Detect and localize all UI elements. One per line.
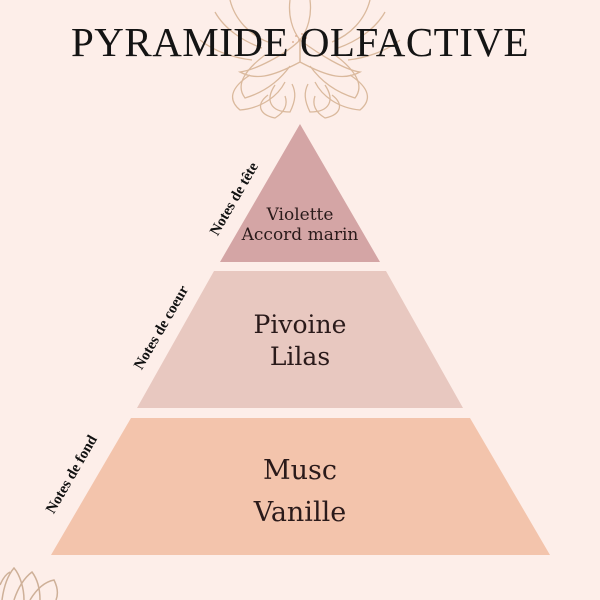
page-title: PYRAMIDE OLFACTIVE — [70, 19, 530, 65]
flower-outline-top-icon — [199, 0, 401, 119]
base-note-item: Musc — [262, 455, 337, 486]
flower-outline-bottom-left-icon — [0, 566, 59, 600]
pyramid-top-tier — [220, 124, 380, 262]
middle-note-item: Pivoine — [253, 310, 347, 339]
middle-note-item: Lilas — [269, 342, 331, 371]
base-notes-list: Musc Vanille — [200, 450, 400, 534]
top-note-item: Violette — [266, 205, 334, 225]
pyramid-middle-tier — [137, 271, 463, 408]
pyramid-base-tier — [51, 418, 550, 555]
base-note-item: Vanille — [253, 497, 347, 528]
flower-center-dots-icon — [292, 33, 307, 44]
top-notes-list: Violette Accord marin — [220, 205, 380, 245]
top-note-item: Accord marin — [241, 225, 359, 245]
middle-notes-list: Pivoine Lilas — [200, 309, 400, 373]
